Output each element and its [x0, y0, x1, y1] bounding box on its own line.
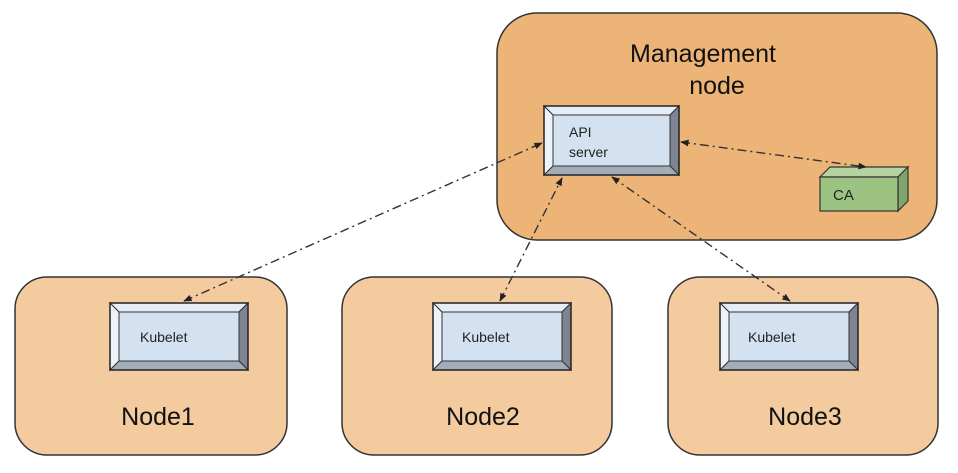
connector-api-node3 — [611, 176, 791, 302]
ca-label: CA — [833, 187, 854, 204]
kubelet-box-node2 — [431, 301, 573, 372]
ca-block: CA — [818, 165, 910, 213]
kubelet-label: Kubelet — [462, 329, 510, 345]
kubelet-box-node1 — [108, 301, 250, 372]
kubelet-label: Kubelet — [140, 329, 188, 345]
api-server-box — [542, 104, 681, 177]
kubelet-label: Kubelet — [748, 329, 796, 345]
connector-api-node2 — [499, 177, 563, 302]
api-server-label-2: server — [569, 144, 608, 160]
management-node-title: Management — [630, 40, 776, 68]
api-server-label-1: API — [569, 124, 592, 140]
node-label: Node3 — [768, 403, 842, 431]
node-label: Node2 — [446, 403, 520, 431]
connector-api-ca — [680, 139, 867, 170]
kubelet-box-node3 — [718, 301, 860, 372]
management-node-title-2: node — [689, 72, 745, 100]
connector-api-node1 — [183, 142, 543, 302]
node-label: Node1 — [121, 403, 195, 431]
